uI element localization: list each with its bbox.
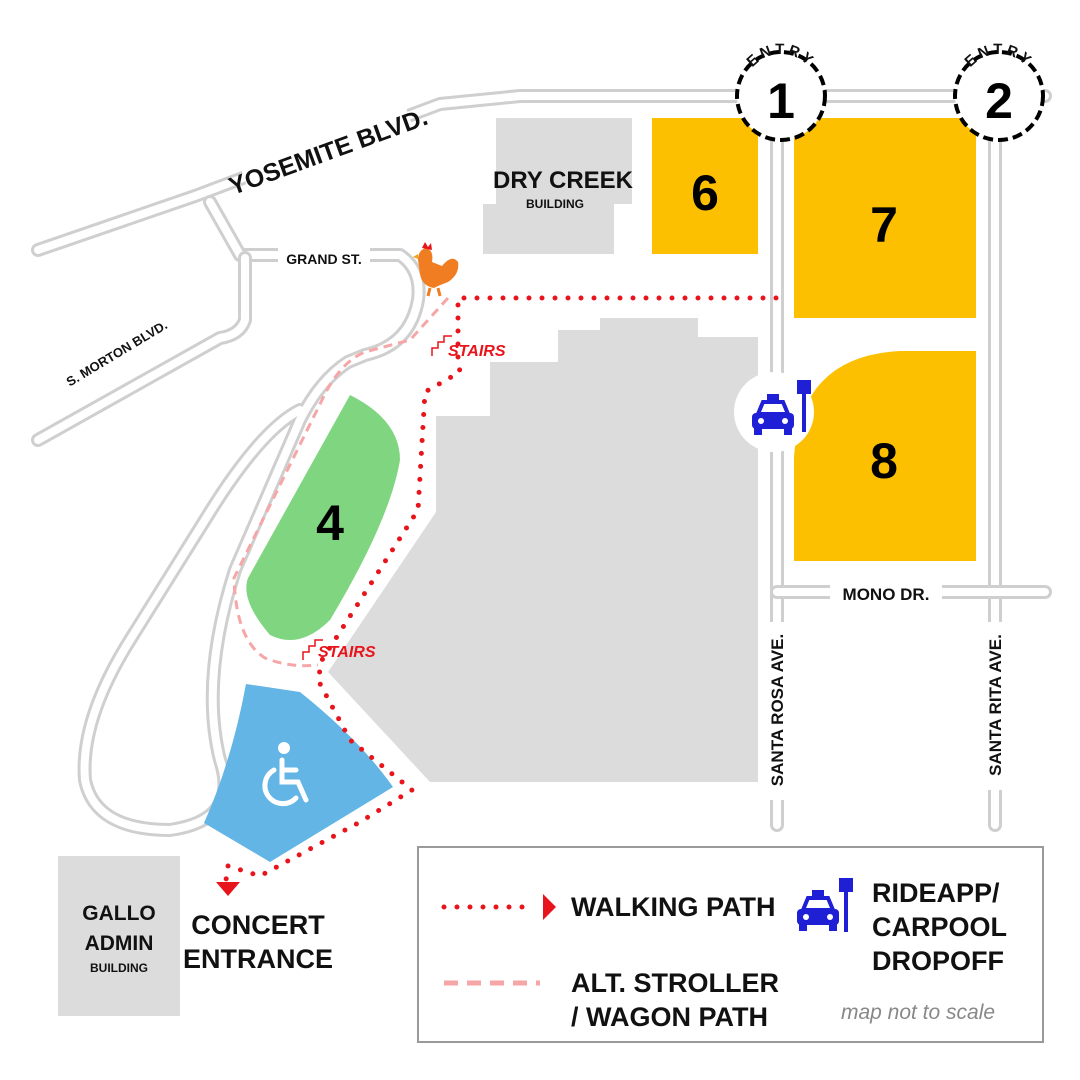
legend-scale-note: map not to scale [841,1001,995,1024]
legend-ride-line2: CARPOOL [872,912,1007,942]
stairs-icon [431,335,452,356]
gallo-admin-building [58,856,180,1016]
concert-entrance-line1: CONCERT [191,910,325,940]
legend-ride-line3: DROPOFF [872,946,1004,976]
stairs-marker-lower: STAIRS [302,639,376,661]
wheelchair-icon [262,742,309,807]
lot-4[interactable] [246,395,400,640]
taxi-icon [797,890,839,931]
legend-stroller-line2: / WAGON PATH [571,1002,768,1032]
accessible-parking-lot[interactable] [204,684,393,862]
taxi-icon [752,394,794,435]
lot-4-label: 4 [316,495,344,551]
lot-8-label: 8 [870,433,898,489]
legend-ride-line1: RIDEAPP/ [872,878,1000,908]
stairs-label-upper: STAIRS [448,343,506,360]
lot-6-label: 6 [691,165,719,221]
dry-creek-name: DRY CREEK [493,167,634,194]
road-network [31,89,1052,837]
santa-rita-label: SANTA RITA AVE. [986,634,1005,776]
entry-1-marker[interactable]: ENTRY 1 [735,41,827,142]
gallo-line2: ADMIN [85,932,154,955]
dry-creek-sub: BUILDING [526,197,584,211]
lot-8[interactable] [794,351,976,561]
map-legend: WALKING PATH ALT. STROLLER / WAGON PATH … [417,846,1044,1043]
dry-creek-building [483,118,632,254]
lot-6[interactable] [652,118,758,254]
stroller-path [232,296,450,668]
gallo-line1: GALLO [82,902,156,925]
walking-path [223,295,779,883]
yosemite-blvd-label: YOSEMITE BLVD. [225,103,431,201]
walking-path-arrow [216,882,240,896]
entry-2-number: 2 [985,73,1013,129]
lot-7[interactable] [794,118,976,318]
rooster-icon [413,242,459,297]
santa-rosa-label: SANTA ROSA AVE. [768,634,787,786]
concert-entrance-line2: ENTRANCE [183,944,333,974]
stairs-label-lower: STAIRS [318,644,376,661]
lot-7-label: 7 [870,197,898,253]
rideapp-dropoff-marker[interactable] [734,372,814,452]
legend-walking-label: WALKING PATH [571,892,775,922]
stairs-marker-upper: STAIRS [431,335,506,360]
gallo-sub: BUILDING [90,961,148,975]
grand-st-label: GRAND ST. [286,251,361,267]
entry-2-marker[interactable]: ENTRY 2 [953,41,1045,142]
entry-1-number: 1 [767,73,795,129]
legend-stroller-line1: ALT. STROLLER [571,968,779,998]
legend-walking-arrow [543,894,556,920]
mono-dr-label: MONO DR. [843,585,930,604]
stadium-building [328,318,758,782]
stairs-icon [302,639,323,660]
